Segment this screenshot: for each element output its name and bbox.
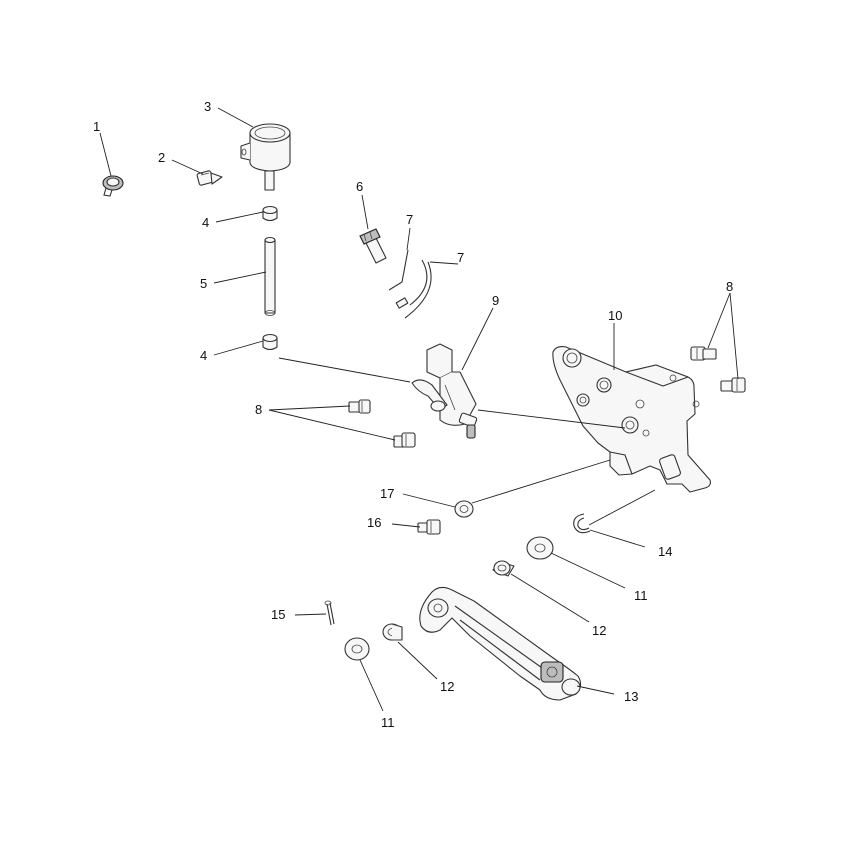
callout-3: 3 [204,99,211,114]
part-10-mounting-bracket [552,346,711,493]
part-1-hose-clamp [102,175,124,197]
callout-14: 14 [658,544,672,559]
part-11-washer-lower [344,637,370,661]
callout-12-lower: 12 [440,679,454,694]
callout-13: 13 [624,689,638,704]
part-9-master-cylinder [411,343,478,439]
callout-11-lower: 11 [381,715,395,730]
callout-labels: 1 2 3 4 5 4 6 7 7 9 10 8 8 17 16 14 11 1… [93,99,733,730]
part-15-cotter-pin [324,600,335,626]
part-7-wire-upper [388,249,409,291]
part-17-washer [454,500,474,518]
part-14-snap-ring [573,513,591,534]
callout-17: 17 [380,486,394,501]
part-12-bushing-upper [492,560,515,577]
callout-7-lower: 7 [457,250,464,265]
part-8-bolt-left-lower [393,432,416,448]
callout-4-upper: 4 [202,215,209,230]
callout-8-left: 8 [255,402,262,417]
part-13-brake-pedal [419,586,582,701]
callout-16: 16 [367,515,381,530]
callout-12-upper: 12 [592,623,606,638]
part-7-wire-lower [395,259,432,319]
leader-lines [99,107,739,712]
callout-4-lower: 4 [200,348,207,363]
part-3-reservoir [240,123,291,191]
part-4-clamp-lower [262,333,278,351]
part-2-fitting [196,170,223,186]
part-11-washer-upper [526,536,554,560]
callout-1: 1 [93,119,100,134]
part-4-clamp-upper [262,205,278,222]
callout-6: 6 [356,179,363,194]
callout-11-upper: 11 [634,588,648,603]
callout-2: 2 [158,150,165,165]
callout-7-upper: 7 [406,212,413,227]
part-5-hose [264,236,276,316]
callout-15: 15 [271,607,285,622]
part-8-bolt-right-upper [690,346,717,361]
callout-10: 10 [608,308,622,323]
part-8-bolt-right-lower [720,377,746,393]
part-16-bolt [417,519,441,535]
part-6-switch [359,228,387,264]
callout-9: 9 [492,293,499,308]
callout-8-right: 8 [726,279,733,294]
callout-5: 5 [200,276,207,291]
part-8-bolt-left-upper [348,399,371,414]
part-12-bushing-lower [382,623,403,641]
